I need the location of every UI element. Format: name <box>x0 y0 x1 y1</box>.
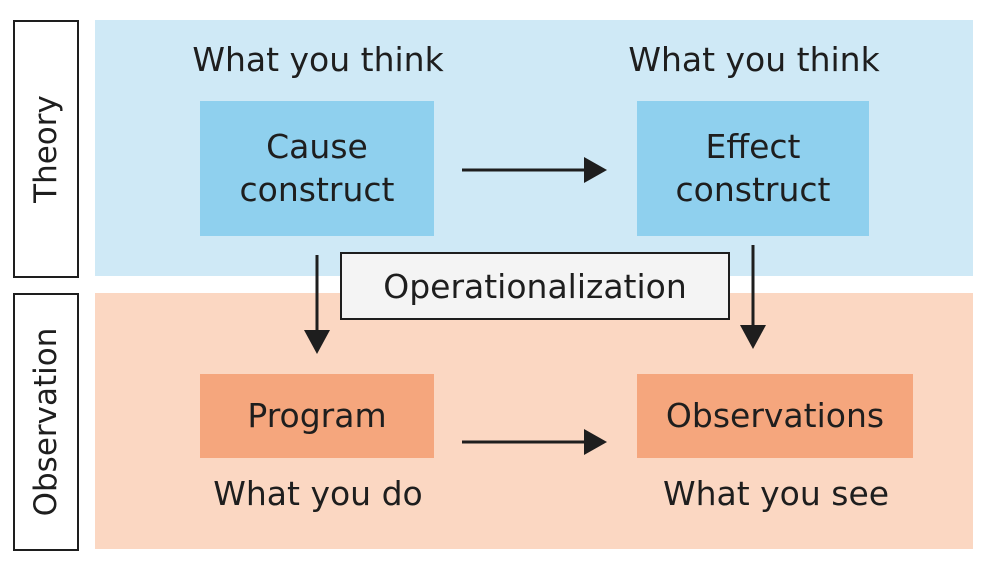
observations-text: Observations <box>665 395 885 435</box>
program-caption: What you do <box>213 474 423 513</box>
observations-box: Observations <box>637 374 913 458</box>
effect-construct-text: Effect construct <box>675 126 831 209</box>
observations-caption: What you see <box>662 474 890 513</box>
cause-caption: What you think <box>192 40 444 79</box>
cause-to-program-arrow <box>304 255 330 354</box>
cause-to-effect-arrow <box>462 157 607 183</box>
operationalization-label: Operationalization <box>340 252 730 320</box>
theory-side-label: Theory <box>13 20 79 278</box>
program-to-observations-arrow <box>462 429 607 455</box>
effect-construct-box: Effect construct <box>637 101 869 236</box>
program-box: Program <box>200 374 434 458</box>
program-text: Program <box>247 395 387 435</box>
effect-caption: What you think <box>628 40 880 79</box>
effect-to-observations-arrow <box>740 245 766 349</box>
observation-side-label: Observation <box>13 293 79 551</box>
cause-construct-text: Cause construct <box>239 126 395 209</box>
cause-construct-box: Cause construct <box>200 101 434 236</box>
